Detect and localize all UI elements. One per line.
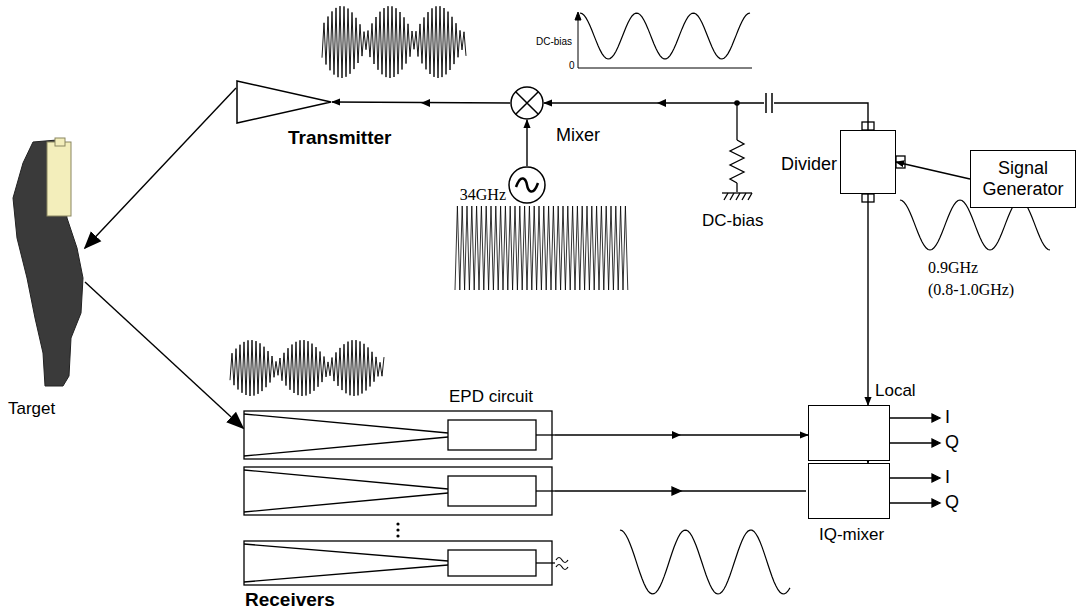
receiver-antenna: EPD circuit	[243, 410, 555, 460]
node-shape	[243, 540, 555, 586]
output-arrows	[890, 414, 940, 507]
node-label: Mixer	[556, 126, 600, 146]
mixer-circle: Mixer	[510, 86, 544, 120]
signal-connector	[555, 434, 808, 435]
node-label: IQ-mixer	[819, 526, 884, 545]
termination	[556, 558, 568, 570]
ellipsis-dots	[396, 522, 399, 537]
generator-box: Signal Generator	[970, 150, 1076, 208]
component-label: DC-bias	[702, 212, 763, 231]
node-label: Local	[875, 382, 916, 401]
axis-label: DC-bias	[536, 36, 572, 47]
target-figure: Target	[5, 138, 85, 388]
signal-connector	[85, 88, 236, 248]
node-label: Divider	[781, 155, 837, 175]
signal-connector	[867, 194, 868, 405]
frequency-label: 0.9GHz	[928, 259, 978, 277]
iq-mixer-box: IQ-mixer	[808, 463, 890, 519]
bias-axis	[575, 12, 752, 68]
node-shape	[5, 138, 85, 388]
signal-connector	[332, 102, 510, 103]
node-shape	[508, 166, 546, 204]
iq-mixer-box: Local	[808, 405, 890, 461]
signal-connector	[526, 120, 527, 166]
receiver-antenna	[244, 467, 555, 515]
frequency-range: (0.8-1.0GHz)	[928, 281, 1014, 299]
node-label: EPD circuit	[449, 388, 533, 407]
axis-origin: 0	[569, 60, 575, 71]
oscillator-circle: 34GHz	[508, 166, 546, 204]
node-shape	[243, 410, 555, 460]
node-label: Receivers	[245, 590, 335, 611]
node-shape	[236, 80, 332, 124]
node-label: Signal Generator	[975, 158, 1071, 199]
resistor-symbol	[722, 103, 752, 200]
signal-connector	[85, 282, 243, 428]
signal-name: Q	[945, 493, 959, 513]
receiver-wire	[555, 487, 806, 495]
node-label: Transmitter	[288, 128, 391, 149]
transmitter-amplifier: Transmitter	[236, 80, 332, 124]
divider-box: Divider	[840, 130, 896, 194]
node-shape	[510, 86, 544, 120]
signal-connector	[896, 162, 970, 179]
signal-name: I	[945, 468, 950, 488]
signal-name: Q	[945, 433, 959, 453]
node-label: Target	[8, 400, 55, 419]
signal-name: I	[945, 408, 950, 428]
node-label: 34GHz	[460, 186, 506, 204]
receiver-antenna: Receivers	[243, 540, 555, 586]
